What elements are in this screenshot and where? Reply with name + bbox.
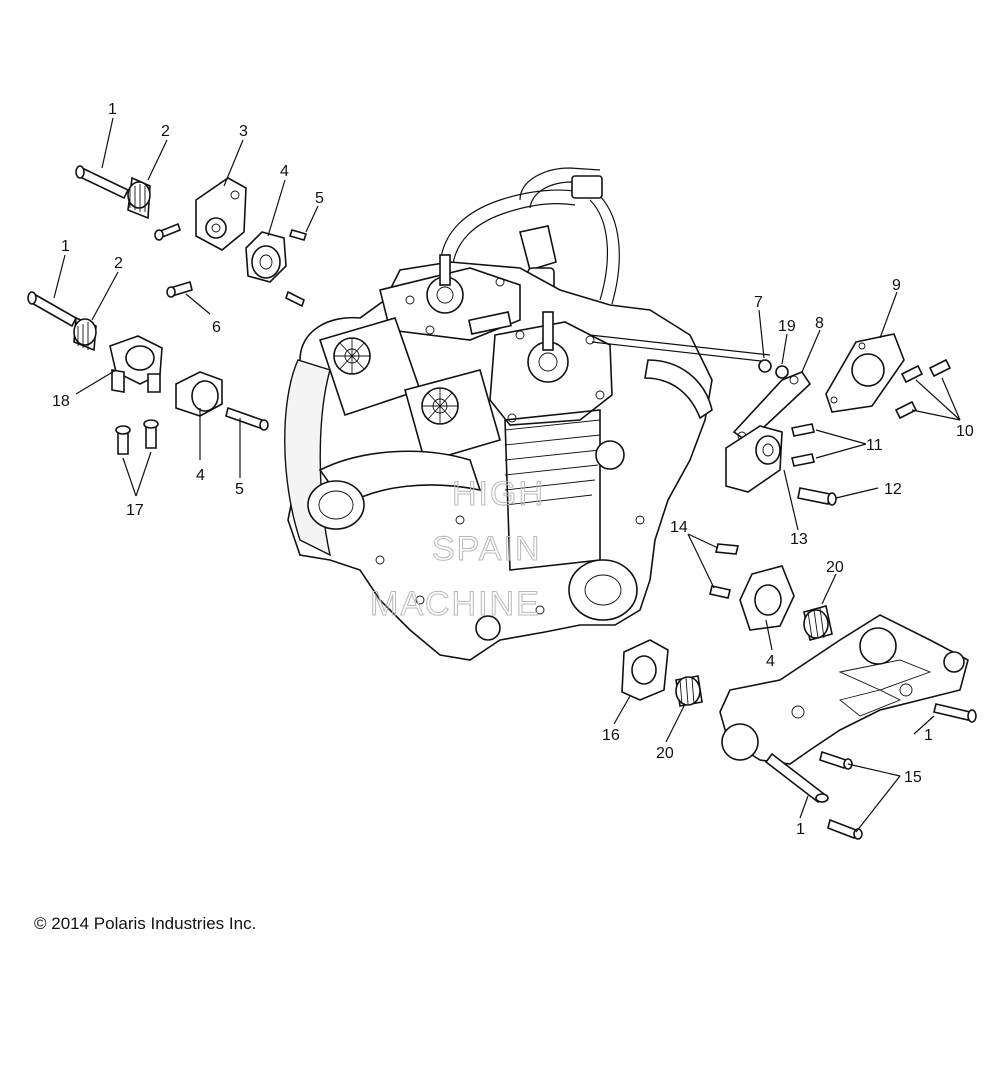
callout-3: 3	[239, 123, 248, 140]
callout-18: 18	[52, 393, 70, 410]
spacer-2-middle	[73, 316, 97, 352]
bolts-15	[819, 750, 863, 840]
screws-14	[709, 543, 740, 599]
engine-assembly	[284, 167, 771, 661]
watermark-line-3: MACHINE	[370, 585, 541, 623]
callout-5: 5	[235, 481, 244, 498]
bolt-1-upper	[75, 165, 130, 200]
isolator-4-upper	[245, 231, 287, 283]
callout-6: 6	[212, 319, 221, 336]
callout-19: 19	[778, 318, 796, 335]
bolts-10	[894, 358, 952, 420]
callout-2: 2	[161, 123, 170, 140]
bolts-17	[115, 419, 159, 455]
spacer-2-upper	[127, 176, 151, 220]
bearing-holder-13	[725, 425, 783, 493]
bolt-5-middle	[225, 406, 269, 431]
mount-bracket	[719, 614, 969, 765]
fan-wheel-front	[404, 369, 501, 463]
bracket-3	[195, 177, 247, 251]
washer-19	[775, 365, 789, 379]
watermark-line-1: HIGH	[452, 475, 545, 513]
callout-15: 15	[904, 769, 922, 786]
callout-2: 2	[114, 255, 123, 272]
watermark-line-2: SPAIN	[432, 530, 542, 568]
callout-14: 14	[670, 519, 688, 536]
callout-4: 4	[280, 163, 289, 180]
callout-9: 9	[892, 277, 901, 294]
callout-1: 1	[924, 727, 933, 744]
callout-20: 20	[826, 559, 844, 576]
bolts-11	[791, 423, 815, 467]
callout-12: 12	[884, 481, 902, 498]
link-8	[732, 371, 812, 444]
callout-17: 17	[126, 502, 144, 519]
bolt-5-upper	[285, 229, 308, 308]
isolator-4-middle	[175, 371, 223, 417]
callout-13: 13	[790, 531, 808, 548]
bolt-1-bottom	[764, 752, 829, 804]
spacer-20-lower	[675, 675, 703, 707]
callout-1: 1	[796, 821, 805, 838]
nut-7	[758, 359, 772, 373]
screw-near-bracket	[154, 222, 181, 241]
callout-11: 11	[866, 437, 883, 454]
callout-5: 5	[315, 190, 324, 207]
screw-6	[166, 280, 193, 298]
isolator-4-lower	[739, 565, 795, 631]
callout-numbers: 1 2 3 4 5 6 1 2 18 4 5 17 7 19 8 9 10 11…	[52, 101, 974, 838]
bolt-1-middle	[27, 291, 78, 328]
callout-4: 4	[196, 467, 205, 484]
callout-4: 4	[766, 653, 775, 670]
callout-10: 10	[956, 423, 974, 440]
clamp-18	[109, 335, 163, 393]
watermark: HIGH SPAIN MACHINE	[370, 475, 545, 624]
bolt-12	[797, 487, 837, 506]
callout-7: 7	[754, 294, 763, 311]
callout-20: 20	[656, 745, 674, 762]
bolt-1-right	[933, 703, 977, 723]
spacer-20-upper	[803, 605, 833, 641]
callout-16: 16	[602, 727, 620, 744]
plate-9	[825, 333, 905, 413]
callout-1: 1	[61, 238, 70, 255]
callout-8: 8	[815, 315, 824, 332]
callout-1: 1	[108, 101, 117, 118]
copyright-notice: © 2014 Polaris Industries Inc.	[34, 914, 257, 933]
leader-lines	[53, 117, 961, 833]
flange-16	[621, 639, 669, 701]
